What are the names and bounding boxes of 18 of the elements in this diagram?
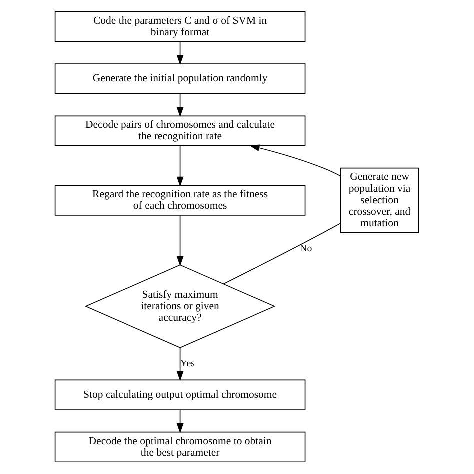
arrow — [176, 348, 184, 382]
node-diamond: Satisfy maximum iterations or given accuracy? — [84, 264, 276, 348]
arrow — [176, 146, 184, 187]
node-box: Decode the optimal chromosome to obtain the best parameter — [54, 432, 306, 463]
node-box: Regard the recognition rate as the fitness of each chromosomes — [54, 185, 306, 216]
edge-label: No — [300, 244, 312, 255]
arrow — [250, 144, 342, 177]
arrow — [176, 410, 184, 434]
edge-label: Yes — [180, 358, 195, 370]
node-box: Generate new population via selection crossover, and mutation — [340, 168, 420, 234]
node-box: Generate the initial population randomly — [54, 64, 306, 94]
connector — [223, 223, 342, 285]
node-box: Decode pairs of chromosomes and calculate the recognition rate — [54, 116, 306, 146]
node-box: Code the parameters C and σ of SVM in binary format — [54, 11, 306, 42]
arrow — [176, 94, 184, 118]
arrow — [176, 215, 184, 266]
arrow — [176, 42, 184, 66]
node-box: Stop calculating output optimal chromosome — [54, 380, 306, 410]
